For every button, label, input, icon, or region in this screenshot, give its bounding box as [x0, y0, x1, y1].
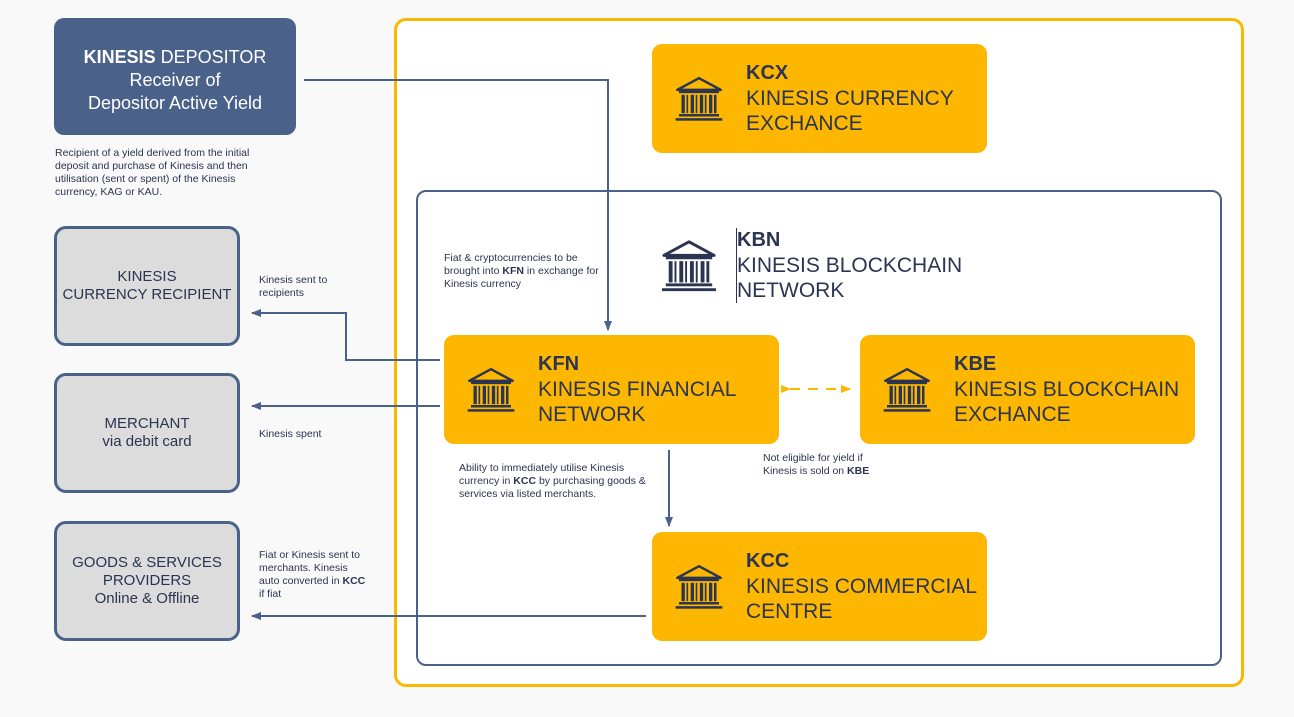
- annotation-kinesis-spent: Kinesis spent: [259, 428, 322, 440]
- kbe-name: KINESIS BLOCKCHAIN: [954, 378, 1180, 401]
- box-line: GOODS & SERVICES: [72, 554, 222, 571]
- depositor-title-bold: KINESIS: [83, 47, 156, 67]
- bank-icon: [674, 562, 724, 612]
- annotation-fiat-crypto: Fiat & cryptocurrencies to be brought in…: [444, 252, 599, 290]
- box-line: via debit card: [102, 433, 192, 450]
- kfn-name: KINESIS FINANCIAL: [538, 378, 737, 401]
- kfn-code: KFN: [538, 353, 580, 375]
- box-line: PROVIDERS: [102, 572, 192, 589]
- kcx-code: KCX: [746, 62, 789, 84]
- depositor-line2: Receiver of: [129, 70, 221, 90]
- box-line: MERCHANT: [104, 415, 190, 432]
- box-line: CURRENCY RECIPIENT: [62, 286, 232, 303]
- box-line: Online & Offline: [94, 590, 200, 607]
- annotation-fiat-sent: Fiat or Kinesis sent to merchants. Kines…: [259, 549, 366, 600]
- kbn-name: KINESIS BLOCKCHAIN: [737, 254, 963, 277]
- kcx-name: EXCHANCE: [746, 112, 863, 135]
- depositor-line3: Depositor Active Yield: [87, 93, 263, 113]
- kcx-name: KINESIS CURRENCY: [746, 87, 954, 110]
- kcc-code: KCC: [746, 550, 790, 572]
- bank-icon: [882, 365, 932, 415]
- bank-icon: [674, 74, 724, 124]
- kbe-code: KBE: [954, 353, 997, 375]
- kbn-code: KBN: [737, 229, 781, 251]
- depositor-title-rest: DEPOSITOR: [155, 47, 267, 67]
- box-line: KINESIS: [117, 268, 177, 285]
- depositor-description: Recipient of a yield derived from the in…: [55, 147, 250, 198]
- kinesis-depositor-box: KINESIS DEPOSITOR Receiver of Depositor …: [54, 18, 296, 135]
- bank-icon: [660, 237, 718, 295]
- kbe-name: EXCHANCE: [954, 403, 1071, 426]
- kcc-name: CENTRE: [746, 600, 833, 623]
- kbn-name: NETWORK: [737, 279, 845, 302]
- kfn-name: NETWORK: [538, 403, 646, 426]
- annotation-ability-kcc: Ability to immediately utilise Kinesis c…: [459, 462, 646, 500]
- bank-icon: [466, 365, 516, 415]
- annotation-sent-to-recipients: Kinesis sent to recipients: [259, 274, 328, 299]
- kcc-name: KINESIS COMMERCIAL: [746, 575, 978, 598]
- annotation-not-eligible: Not eligible for yield if Kinesis is sol…: [763, 452, 870, 477]
